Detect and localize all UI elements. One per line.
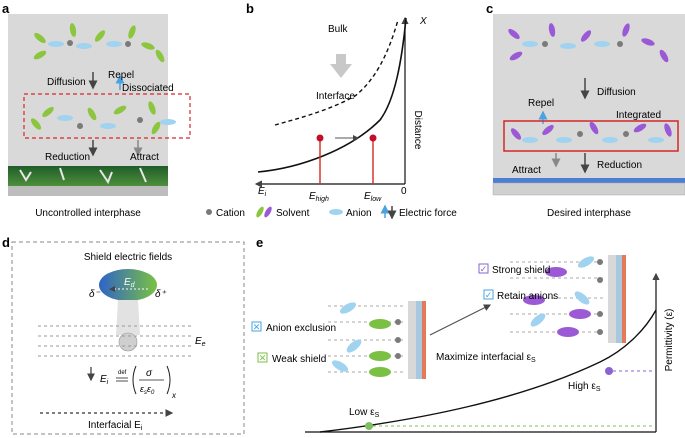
panel-c: c Diffusion Repel Integrated bbox=[486, 1, 685, 219]
caption-desired: Desired interphase bbox=[547, 208, 631, 219]
delta-minus: δ⁻ bbox=[89, 289, 101, 300]
maximize-arrow bbox=[429, 304, 492, 336]
label-high-es: High εS bbox=[568, 381, 601, 393]
legend-solvent-marker-purple bbox=[264, 206, 272, 218]
legend-anion-marker bbox=[329, 209, 343, 215]
panel-a: a Diffusion Repel Dissociated bbox=[2, 1, 191, 219]
tick-e-high: Ehigh bbox=[309, 191, 329, 203]
anion-exclusion-checkbox bbox=[251, 321, 262, 332]
label-strong-shield: Strong shield bbox=[492, 265, 550, 276]
strong-shield-check: ✓ bbox=[480, 264, 488, 274]
label-retain-anions: Retain anions bbox=[497, 291, 558, 302]
label-repel: Repel bbox=[108, 70, 134, 81]
panel-d-letter: d bbox=[2, 235, 10, 250]
label-interface: Interface bbox=[316, 91, 355, 102]
strong-shield-scene bbox=[510, 255, 626, 343]
bulk-to-interface-arrow bbox=[330, 54, 352, 78]
integrated-region-box bbox=[503, 120, 679, 152]
weak-shield-scene bbox=[328, 301, 426, 379]
legend-cation: Cation bbox=[216, 208, 245, 219]
weak-shield-x: ✕ bbox=[259, 353, 267, 363]
shield-title: Shield electric fields bbox=[84, 252, 172, 263]
field-lines bbox=[38, 325, 192, 357]
curve-dashed bbox=[274, 19, 399, 126]
permittivity-axis-label: Permittivity (ε) bbox=[664, 309, 675, 372]
strong-shield-checkbox bbox=[478, 263, 489, 274]
electrode-rough bbox=[8, 166, 168, 186]
eq-num: σ bbox=[146, 368, 153, 379]
retain-anions-check: ✓ bbox=[485, 290, 493, 300]
dipole-label: Ed bbox=[124, 277, 136, 289]
molecule-cluster-top bbox=[33, 23, 165, 63]
permittivity-curve bbox=[319, 309, 657, 433]
label-diffusion-c: Diffusion bbox=[597, 87, 636, 98]
caption-uncontrolled: Uncontrolled interphase bbox=[35, 208, 141, 219]
legend-force: Electric force bbox=[399, 208, 457, 219]
panel-b-letter: b bbox=[246, 1, 254, 16]
label-reduction: Reduction bbox=[45, 152, 90, 163]
panel-e: e Permittivity (ε) Low εS High εS bbox=[251, 235, 675, 433]
label-attract: Attract bbox=[130, 152, 159, 163]
point-high bbox=[316, 134, 324, 142]
panel-c-letter: c bbox=[486, 1, 493, 16]
label-repel-c: Repel bbox=[528, 98, 554, 109]
point-low bbox=[369, 134, 377, 142]
label-maximize: Maximize interfacial εS bbox=[436, 352, 536, 364]
delta-plus: δ⁺ bbox=[155, 289, 167, 300]
point-high-es bbox=[605, 367, 613, 375]
legend-solvent-marker-green bbox=[256, 206, 264, 218]
label-low-es: Low εS bbox=[349, 407, 380, 419]
legend-anion: Anion bbox=[346, 208, 372, 219]
x-axis-label: Ei bbox=[258, 186, 267, 198]
weak-shield-checkbox bbox=[257, 352, 268, 363]
legend-solvent: Solvent bbox=[276, 208, 310, 219]
label-dissociated: Dissociated bbox=[122, 83, 174, 94]
panel-d-frame bbox=[11, 241, 245, 435]
interfacial-field-equation: Ei def σ εsε0 x bbox=[100, 365, 177, 400]
panel-d: d Shield electric fields Ed δ⁻ δ⁺ Ee Ei … bbox=[2, 235, 245, 435]
tick-e-low: Elow bbox=[364, 191, 382, 203]
anion-exclusion-x: ✕ bbox=[253, 322, 261, 332]
panel-b: b Bulk Interface X Distance 0 Ei Ehigh E… bbox=[246, 1, 427, 203]
curve-solid bbox=[257, 17, 407, 173]
electrode-smooth bbox=[493, 178, 685, 183]
label-attract-c: Attract bbox=[512, 165, 541, 176]
legend: Cation Solvent Anion Electric force bbox=[206, 204, 457, 220]
label-integrated: Integrated bbox=[616, 110, 661, 121]
label-diffusion: Diffusion bbox=[47, 77, 86, 88]
electrode-cracks bbox=[19, 167, 147, 185]
label-weak-shield: Weak shield bbox=[272, 354, 326, 365]
interfacial-label: Interfacial Ei bbox=[88, 420, 143, 432]
point-low-es bbox=[365, 422, 373, 430]
molecule-cluster-interface bbox=[30, 101, 176, 135]
label-reduction-c: Reduction bbox=[597, 160, 642, 171]
dipole-ellipse bbox=[99, 269, 157, 301]
label-anion-exclusion: Anion exclusion bbox=[266, 323, 336, 334]
retain-anions-checkbox bbox=[483, 289, 494, 300]
current-collector-c bbox=[492, 182, 685, 196]
label-bulk: Bulk bbox=[328, 24, 348, 35]
field-label: Ee bbox=[195, 336, 206, 348]
eq-lhs: Ei bbox=[100, 374, 109, 386]
shield-beam bbox=[116, 300, 140, 335]
eq-def: def bbox=[118, 370, 127, 376]
panel-a-letter: a bbox=[2, 1, 10, 16]
eq-x: x bbox=[171, 391, 177, 400]
y-top-label: X bbox=[419, 16, 427, 27]
eq-den: εsε0 bbox=[140, 384, 155, 396]
y-axis-label: Distance bbox=[412, 111, 423, 150]
molecule-cluster-top-c bbox=[508, 23, 669, 63]
molecule-cluster-interface-c bbox=[510, 121, 672, 143]
origin-label: 0 bbox=[401, 186, 407, 197]
legend-cation-marker bbox=[206, 209, 212, 215]
panel-e-letter: e bbox=[256, 235, 263, 250]
current-collector-a bbox=[8, 186, 168, 196]
